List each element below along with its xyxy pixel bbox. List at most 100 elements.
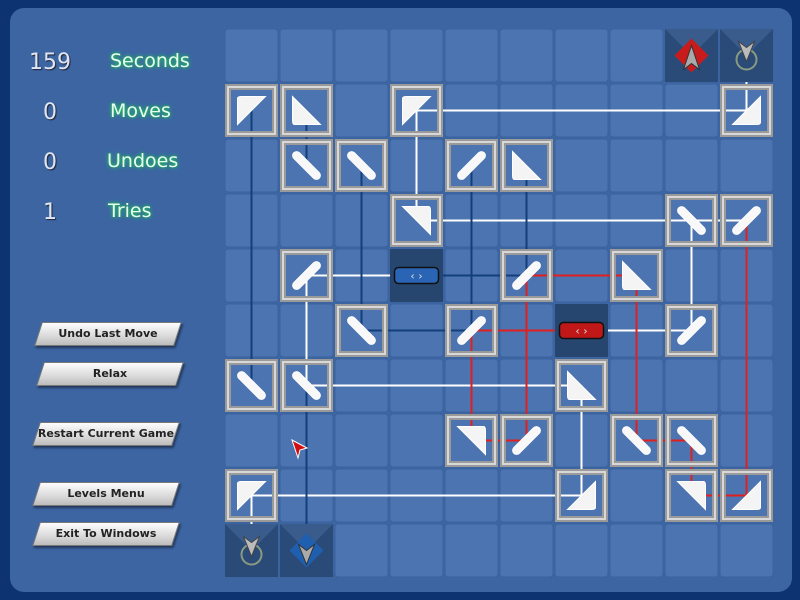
- tries-value: 1: [43, 200, 57, 225]
- levels-menu-button[interactable]: Levels Menu: [32, 482, 180, 506]
- blue-emitter: [280, 524, 333, 577]
- wedge-mirror[interactable]: [610, 249, 663, 302]
- grid-cell[interactable]: [554, 28, 609, 83]
- blue-switch[interactable]: ‹ ›: [390, 249, 443, 302]
- mirror-bar-icon: [677, 426, 706, 455]
- wedge-mirror[interactable]: [225, 469, 278, 522]
- mirror-bar-icon: [732, 206, 761, 235]
- grid-cell[interactable]: [609, 138, 664, 193]
- wedge-mirror[interactable]: [390, 194, 443, 247]
- flat-mirror[interactable]: [665, 304, 718, 357]
- wedge-mirror[interactable]: [500, 139, 553, 192]
- flat-mirror[interactable]: [280, 359, 333, 412]
- mirror-bar-icon: [457, 316, 486, 345]
- grid-cell[interactable]: [334, 413, 389, 468]
- stat-undoes: 0 Undoes: [20, 150, 210, 180]
- restart-current-game-button[interactable]: Restart Current Game: [32, 422, 180, 446]
- grid-cell[interactable]: [554, 523, 609, 578]
- grid-cell[interactable]: [389, 28, 444, 83]
- grid-cell[interactable]: [609, 28, 664, 83]
- grid-cell[interactable]: [499, 28, 554, 83]
- flat-mirror[interactable]: [335, 304, 388, 357]
- flat-mirror[interactable]: [445, 139, 498, 192]
- flat-mirror[interactable]: [720, 194, 773, 247]
- wedge-mirror[interactable]: [720, 84, 773, 137]
- grid-cell[interactable]: [664, 358, 719, 413]
- undoes-value: 0: [43, 150, 57, 175]
- arrows-icon: ‹ ›: [575, 325, 587, 338]
- grid-cell[interactable]: [609, 468, 664, 523]
- wedge-icon: [237, 481, 267, 511]
- exit-to-windows-button[interactable]: Exit To Windows: [32, 522, 180, 546]
- grid-cell[interactable]: [664, 138, 719, 193]
- grid-cell[interactable]: [389, 523, 444, 578]
- grid-cell[interactable]: [224, 28, 279, 83]
- levels-label: Levels Menu: [67, 487, 145, 500]
- grid-cell[interactable]: [279, 28, 334, 83]
- flat-mirror[interactable]: [665, 194, 718, 247]
- red-switch[interactable]: ‹ ›: [555, 304, 608, 357]
- mirror-bar-icon: [457, 151, 486, 180]
- mirror-bar-icon: [292, 151, 321, 180]
- wedge-mirror[interactable]: [555, 469, 608, 522]
- moves-label: Moves: [110, 100, 171, 122]
- grid-cell[interactable]: [499, 523, 554, 578]
- grid-cell[interactable]: [609, 523, 664, 578]
- arrows-icon: ‹ ›: [410, 270, 422, 283]
- mirror-bar-icon: [347, 151, 376, 180]
- receiver-arrow-icon: [737, 40, 756, 63]
- flat-mirror[interactable]: [280, 249, 333, 302]
- mirror-bar-icon: [292, 261, 321, 290]
- wedge-mirror[interactable]: [280, 84, 333, 137]
- seconds-value: 159: [29, 50, 71, 75]
- wedge-icon: [566, 480, 596, 510]
- receiver: [225, 524, 278, 577]
- undo-last-move-button[interactable]: Undo Last Move: [34, 322, 182, 346]
- mirror-bar-icon: [512, 426, 541, 455]
- grid-cell[interactable]: [719, 138, 774, 193]
- wedge-mirror[interactable]: [720, 469, 773, 522]
- grid-cell[interactable]: [279, 193, 334, 248]
- wedge-mirror[interactable]: [555, 359, 608, 412]
- mirror-bar-icon: [677, 206, 706, 235]
- flat-mirror[interactable]: [445, 304, 498, 357]
- grid-cell[interactable]: [719, 523, 774, 578]
- flat-mirror[interactable]: [500, 414, 553, 467]
- receiver: [720, 29, 773, 82]
- wedge-icon: [731, 95, 761, 125]
- relax-label: Relax: [92, 367, 128, 380]
- grid-cell[interactable]: [334, 83, 389, 138]
- tries-label: Tries: [108, 200, 152, 222]
- grid-cell[interactable]: [334, 28, 389, 83]
- flat-mirror[interactable]: [225, 359, 278, 412]
- red-emitter: [665, 29, 718, 82]
- wedge-icon: [676, 481, 706, 511]
- stat-seconds: 159 Seconds: [20, 50, 210, 80]
- grid-cell[interactable]: [444, 523, 499, 578]
- mirror-bar-icon: [292, 371, 321, 400]
- flat-mirror[interactable]: [500, 249, 553, 302]
- undo-label: Undo Last Move: [58, 327, 158, 340]
- wedge-icon: [401, 206, 431, 236]
- grid-cell[interactable]: [444, 28, 499, 83]
- mirror-bar-icon: [677, 316, 706, 345]
- mouse-cursor-icon: [291, 438, 309, 460]
- grid-cell[interactable]: [554, 138, 609, 193]
- grid-cell[interactable]: [224, 413, 279, 468]
- mirror-bar-icon: [512, 261, 541, 290]
- wedge-mirror[interactable]: [390, 84, 443, 137]
- grid-cell[interactable]: [389, 413, 444, 468]
- flat-mirror[interactable]: [280, 139, 333, 192]
- restart-label: Restart Current Game: [37, 427, 175, 440]
- grid-cell[interactable]: [334, 523, 389, 578]
- wedge-mirror[interactable]: [665, 469, 718, 522]
- wedge-mirror[interactable]: [225, 84, 278, 137]
- flat-mirror[interactable]: [665, 414, 718, 467]
- grid-cell[interactable]: [664, 523, 719, 578]
- wedge-mirror[interactable]: [445, 414, 498, 467]
- flat-mirror[interactable]: [335, 139, 388, 192]
- relax-button[interactable]: Relax: [36, 362, 184, 386]
- wedge-icon: [512, 150, 542, 180]
- flat-mirror[interactable]: [610, 414, 663, 467]
